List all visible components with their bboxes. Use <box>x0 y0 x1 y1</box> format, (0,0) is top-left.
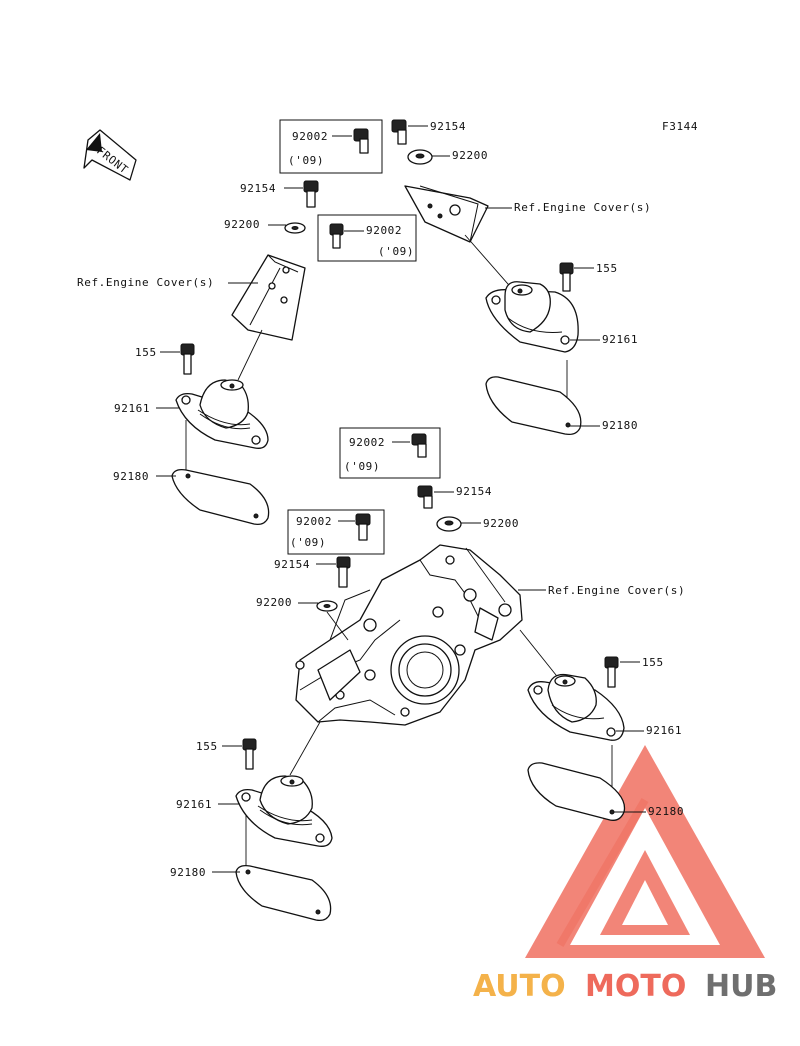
engine-mount-92161-icon <box>235 775 333 847</box>
label-92154-ul: 92154 <box>240 182 276 195</box>
spec-box-lower-right <box>339 427 441 479</box>
label-92161-ll: 92161 <box>176 798 212 811</box>
label-92154-lr: 92154 <box>456 485 492 498</box>
plate-92180-icon <box>485 376 582 436</box>
label-92002-box-ul: 92002 <box>366 224 402 237</box>
washer-92200-icon <box>407 149 433 165</box>
watermark-logo: AUTO MOTO HUB <box>473 745 777 1004</box>
label-year-box-ur: ('09) <box>288 154 324 167</box>
bolt-92002-icon <box>411 433 427 458</box>
assembly-upper-left: 92002 ('09) 92154 92200 Ref <box>77 180 417 526</box>
label-155-ur: 155 <box>596 262 618 275</box>
bolt-92154-icon <box>303 180 319 208</box>
label-92002-box-lr: 92002 <box>349 436 385 449</box>
label-92180-lr: 92180 <box>648 805 684 818</box>
bolt-92002-icon <box>329 223 344 249</box>
bolt-92154-icon <box>391 119 407 145</box>
label-ref-engine-cover-lr: Ref.Engine Cover(s) <box>548 584 685 597</box>
label-year-box-ul: ('09) <box>378 245 414 258</box>
label-92200-ul: 92200 <box>224 218 260 231</box>
spec-box-lower-left <box>287 509 385 555</box>
label-92200-lr: 92200 <box>483 517 519 530</box>
label-92180-ur: 92180 <box>602 419 638 432</box>
bolt-155-icon <box>559 262 574 292</box>
label-155-lr: 155 <box>642 656 664 669</box>
bolt-92154-icon <box>417 485 433 509</box>
washer-92200-icon <box>316 600 338 612</box>
engine-mount-92161-icon <box>175 379 269 449</box>
plate-92180-icon <box>171 468 270 526</box>
label-92161-ur: 92161 <box>602 333 638 346</box>
label-155-ul: 155 <box>135 346 157 359</box>
label-92002-box-ll: 92002 <box>296 515 332 528</box>
watermark-hub: HUB <box>705 969 777 1004</box>
label-92200-ll: 92200 <box>256 596 292 609</box>
bolt-92002-icon <box>353 128 369 154</box>
washer-92200-icon <box>436 516 462 532</box>
watermark-triangle-icon <box>525 745 765 958</box>
engine-bracket-upper-left-icon <box>231 254 306 341</box>
assembly-upper-right: 92002 ('09) 92154 92200 Ref.E <box>279 119 651 436</box>
label-year-box-lr: ('09) <box>344 460 380 473</box>
label-92154-ll: 92154 <box>274 558 310 571</box>
label-92154-ur: 92154 <box>430 120 466 133</box>
plate-92180-icon <box>527 762 626 821</box>
engine-case-icon <box>295 544 523 726</box>
watermark-moto: MOTO <box>585 969 686 1004</box>
engine-mount-92161-icon <box>527 673 625 741</box>
label-92002-box-ur: 92002 <box>292 130 328 143</box>
spec-box-upper-left <box>317 214 417 262</box>
washer-92200-icon <box>284 222 306 234</box>
assembly-lower-right: 92002 ('09) 92154 92200 Ref.Engine Cover… <box>339 427 685 821</box>
engine-mount-92161-icon <box>485 281 579 353</box>
label-year-box-ll: ('09) <box>290 536 326 549</box>
bolt-155-icon <box>180 343 195 375</box>
bolt-92154-icon <box>336 556 351 588</box>
figure-code: F3144 <box>662 120 698 133</box>
watermark-auto: AUTO <box>473 969 566 1004</box>
label-92161-lr: 92161 <box>646 724 682 737</box>
label-155-ll: 155 <box>196 740 218 753</box>
label-92161-ul: 92161 <box>114 402 150 415</box>
label-ref-engine-cover-ur: Ref.Engine Cover(s) <box>514 201 651 214</box>
label-92180-ul: 92180 <box>113 470 149 483</box>
assembly-lower-left: 92002 ('09) 92154 92200 155 <box>170 509 385 922</box>
spec-box-upper-right <box>279 119 383 174</box>
front-arrow-icon: FRONT <box>83 129 137 181</box>
label-ref-engine-cover-ul: Ref.Engine Cover(s) <box>77 276 214 289</box>
bolt-92002-icon <box>355 513 371 541</box>
bolt-155-icon <box>242 738 257 770</box>
engine-bracket-upper-right-icon <box>404 185 489 243</box>
label-92180-ll: 92180 <box>170 866 206 879</box>
bolt-155-icon <box>604 656 619 688</box>
label-92200-ur: 92200 <box>452 149 488 162</box>
plate-92180-icon <box>235 864 332 922</box>
